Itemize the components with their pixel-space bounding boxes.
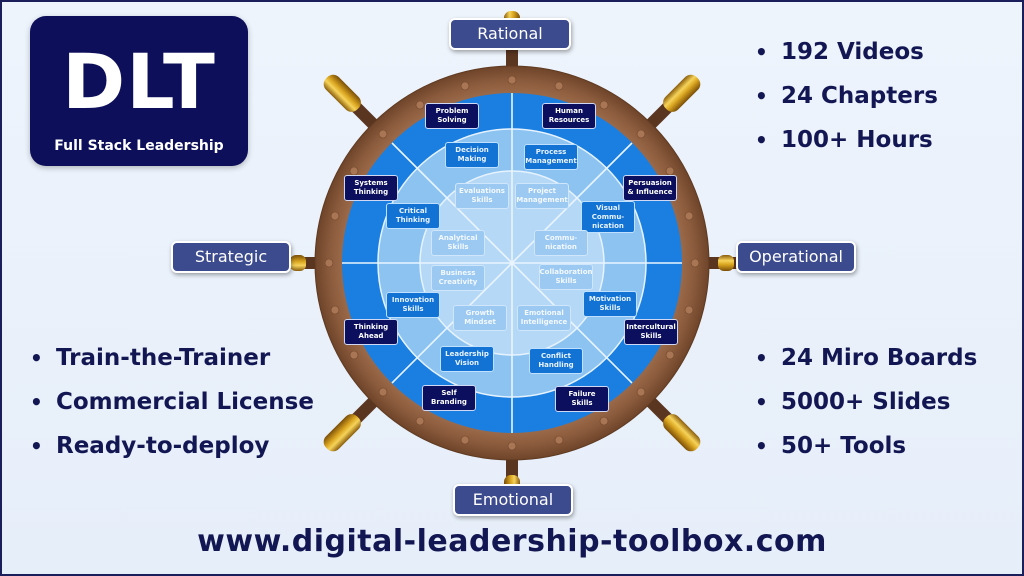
- skill-communication: Commu-nication: [534, 230, 588, 256]
- dimension-operational: Operational: [736, 241, 856, 273]
- skill-project-management: Project Management: [515, 183, 569, 209]
- skill-systems-thinking: Systems Thinking: [344, 175, 398, 201]
- stat-item: 100+ Hours: [755, 118, 938, 162]
- feature-item: Ready-to-deploy: [30, 424, 314, 468]
- assets-list: 24 Miro Boards 5000+ Slides 50+ Tools: [755, 336, 977, 468]
- skill-thinking-ahead: Thinking Ahead: [344, 319, 398, 345]
- dlt-logo: DLT Full Stack Leadership: [30, 16, 248, 166]
- website-url: www.digital-leadership-toolbox.com: [197, 524, 827, 559]
- asset-item: 5000+ Slides: [755, 380, 977, 424]
- skill-emotional-intelligence: Emotional Intelligence: [517, 305, 571, 331]
- feature-item: Train-the-Trainer: [30, 336, 314, 380]
- skill-process-management: Process Management: [524, 144, 578, 170]
- feature-item: Commercial License: [30, 380, 314, 424]
- stat-item: 192 Videos: [755, 30, 938, 74]
- skill-innovation-skills: Innovation Skills: [386, 292, 440, 318]
- skill-conflict-handling: Conflict Handling: [529, 348, 583, 374]
- stats-list: 192 Videos 24 Chapters 100+ Hours: [755, 30, 938, 162]
- skill-analytical-skills: Analytical Skills: [431, 230, 485, 256]
- skill-motivation-skills: Motivation Skills: [583, 291, 637, 317]
- skill-persuasion-influence: Persuasion & Influence: [623, 175, 677, 201]
- logo-title: DLT: [62, 37, 216, 126]
- skill-collaboration-skills: Collaboration Skills: [539, 264, 593, 290]
- skill-intercultural-skills: Intercultural Skills: [624, 319, 678, 345]
- skill-evaluations-skills: Evaluations Skills: [455, 183, 509, 209]
- asset-item: 50+ Tools: [755, 424, 977, 468]
- stat-item: 24 Chapters: [755, 74, 938, 118]
- dimension-rational: Rational: [449, 18, 571, 50]
- skill-decision-making: Decision Making: [445, 142, 499, 168]
- dimension-emotional: Emotional: [453, 484, 573, 516]
- skill-critical-thinking: Critical Thinking: [386, 203, 440, 229]
- skill-failure-skills: Failure Skills: [555, 386, 609, 412]
- skill-visual-communication: Visual Commu-nication: [581, 201, 635, 233]
- dimension-strategic: Strategic: [171, 241, 291, 273]
- skill-growth-mindset: Growth Mindset: [453, 305, 507, 331]
- skill-human-resources: Human Resources: [542, 103, 596, 129]
- skill-self-branding: Self Branding: [422, 385, 476, 411]
- logo-subtitle: Full Stack Leadership: [54, 138, 224, 154]
- skill-business-creativity: Business Creativity: [431, 265, 485, 291]
- skill-leadership-vision: Leadership Vision: [440, 346, 494, 372]
- asset-item: 24 Miro Boards: [755, 336, 977, 380]
- features-list: Train-the-Trainer Commercial License Rea…: [30, 336, 314, 468]
- skill-problem-solving: Problem Solving: [425, 103, 479, 129]
